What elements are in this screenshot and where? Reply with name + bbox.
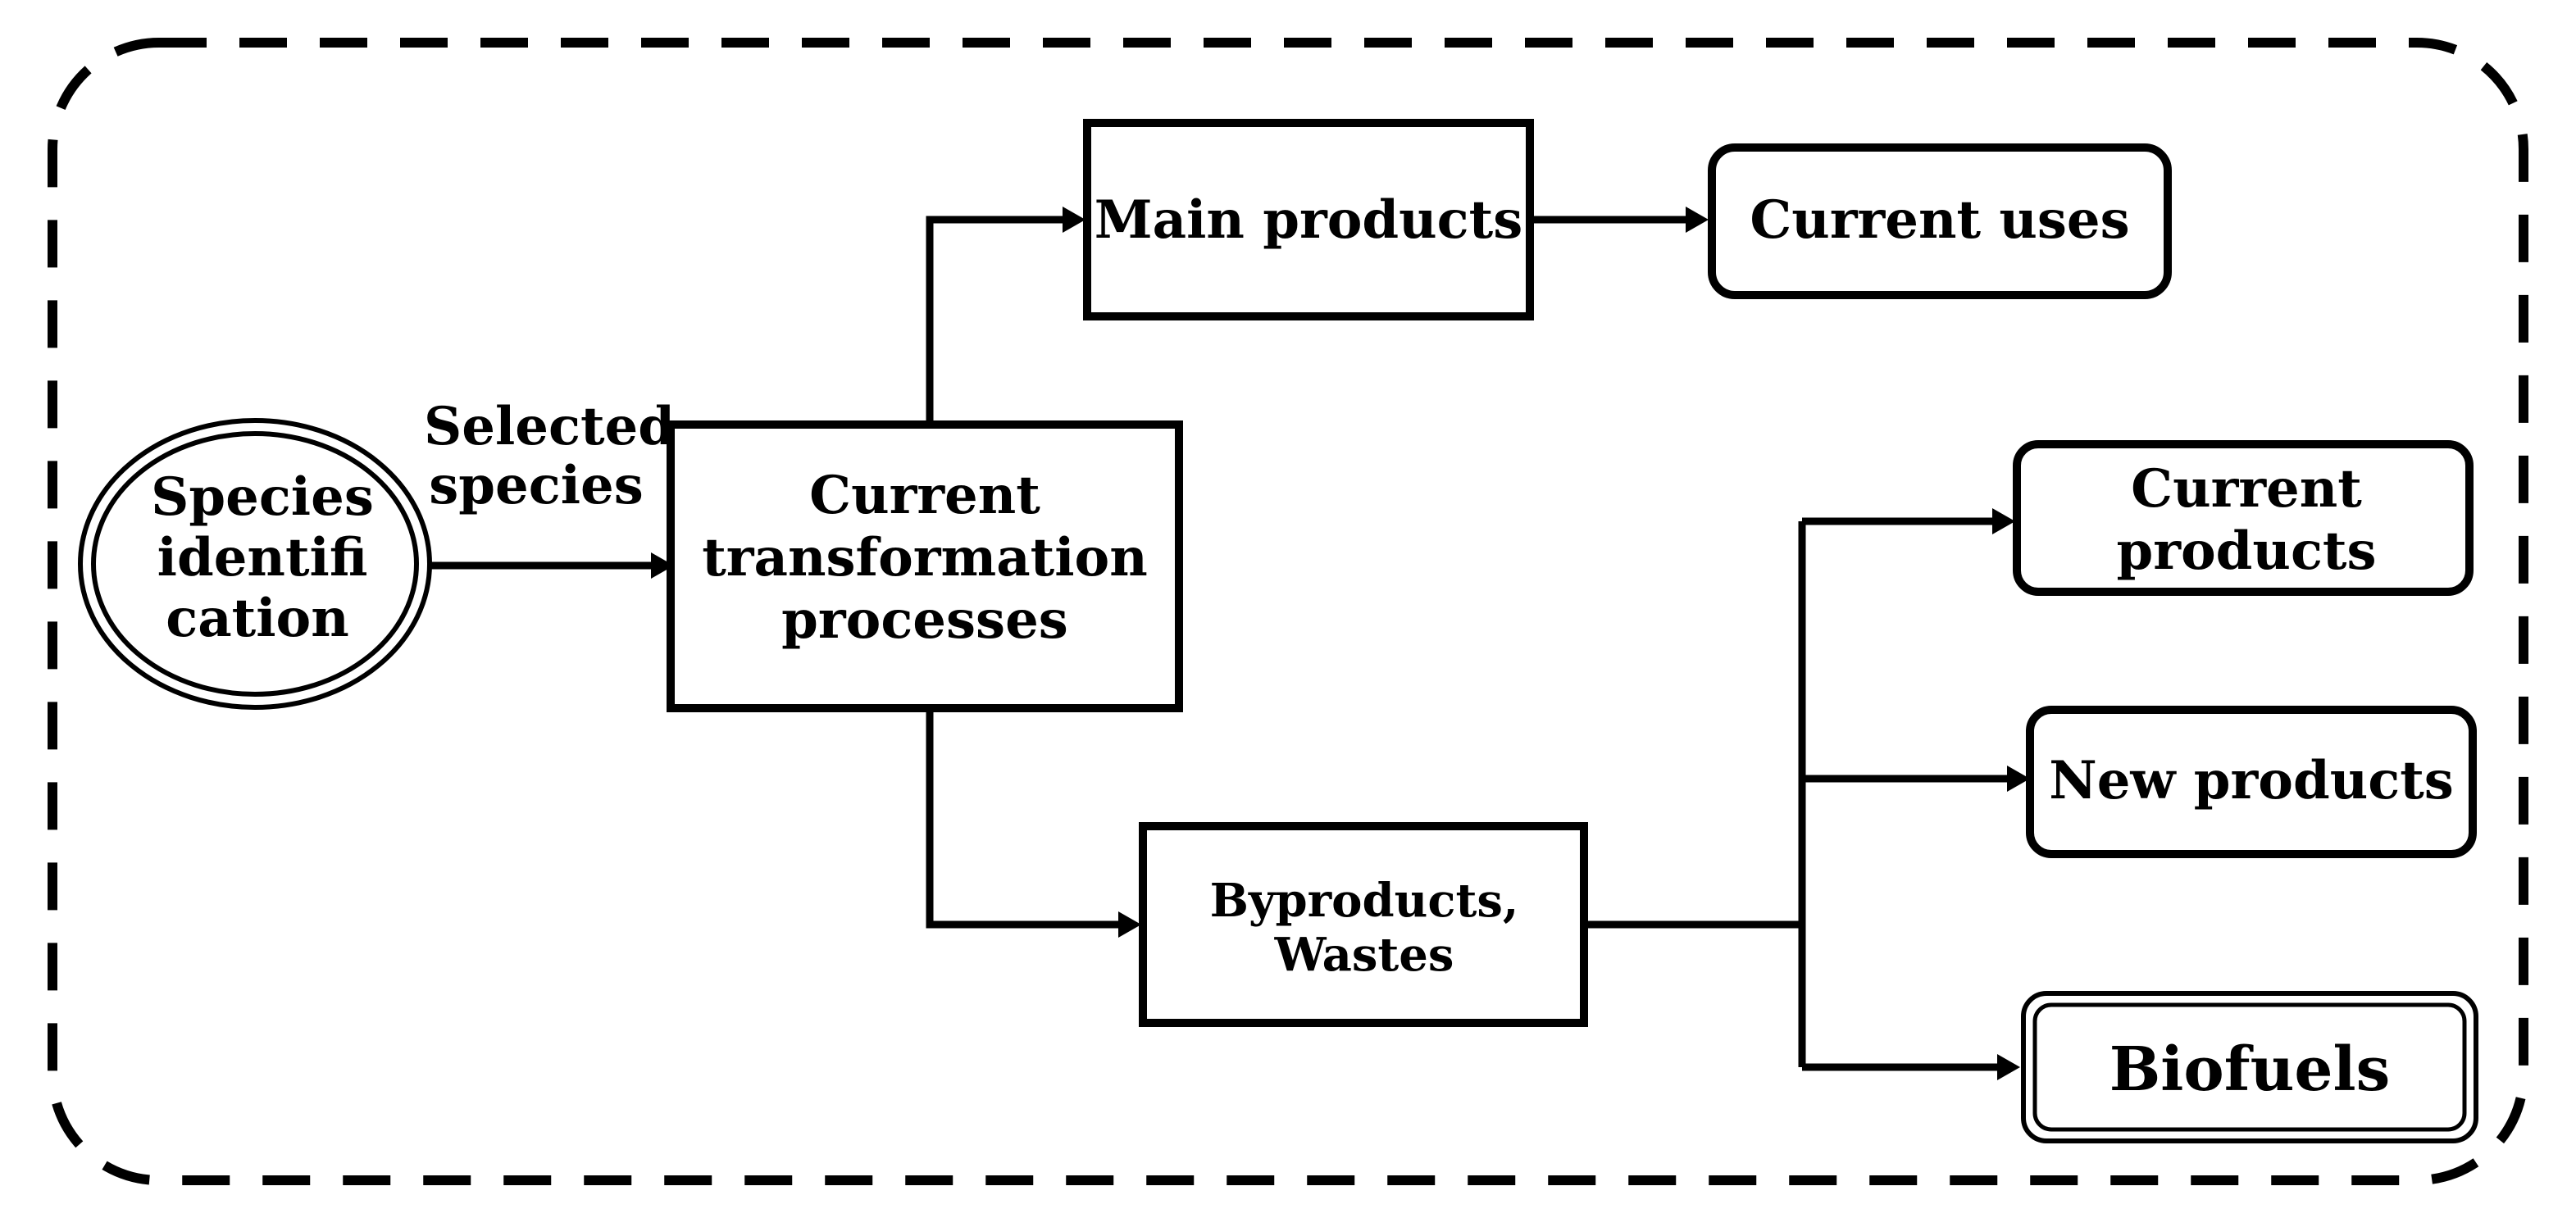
node-new-products: New products — [2026, 706, 2477, 858]
dashed-boundary-frame — [48, 38, 2528, 1185]
species-identification-line-3: cation — [166, 588, 349, 649]
species-identification-line-2: identifi — [157, 527, 368, 589]
node-current-uses: Current uses — [1708, 143, 2172, 299]
byproducts-line-1: Byproducts, — [1210, 874, 1519, 928]
species-identification-line-1: Species — [151, 466, 374, 528]
main-products-label: Main products — [1095, 189, 1522, 251]
edge-label-selected-species: Selected species — [424, 396, 675, 516]
node-species-identification: Species identifi cation — [78, 418, 432, 710]
current-products-line-2: products — [2117, 520, 2377, 582]
selected-species-line-2: species — [429, 455, 644, 516]
selected-species-line-1: Selected — [424, 396, 675, 457]
transformation-line-3: processes — [781, 589, 1068, 651]
current-uses-label: Current uses — [1750, 189, 2129, 251]
connectors — [431, 207, 2030, 1080]
current-products-line-1: Current — [2131, 458, 2362, 520]
node-biofuels: Biofuels — [2021, 991, 2478, 1143]
byproducts-line-2: Wastes — [1274, 928, 1454, 982]
arrow-transformation-to-byproducts — [926, 710, 1122, 929]
biofuels-label: Biofuels — [2109, 1034, 2391, 1105]
node-byproducts-wastes: Byproducts, Wastes — [1139, 822, 1588, 1027]
node-current-products: Current products — [2013, 440, 2474, 596]
arrow-transformation-to-main-products — [926, 216, 1066, 425]
new-products-label: New products — [2049, 750, 2454, 811]
transformation-line-1: Current — [809, 465, 1040, 526]
transformation-line-2: transformation — [702, 527, 1148, 589]
node-current-transformation-processes: Current transformation processes — [667, 420, 1183, 712]
node-main-products: Main products — [1083, 119, 1534, 320]
